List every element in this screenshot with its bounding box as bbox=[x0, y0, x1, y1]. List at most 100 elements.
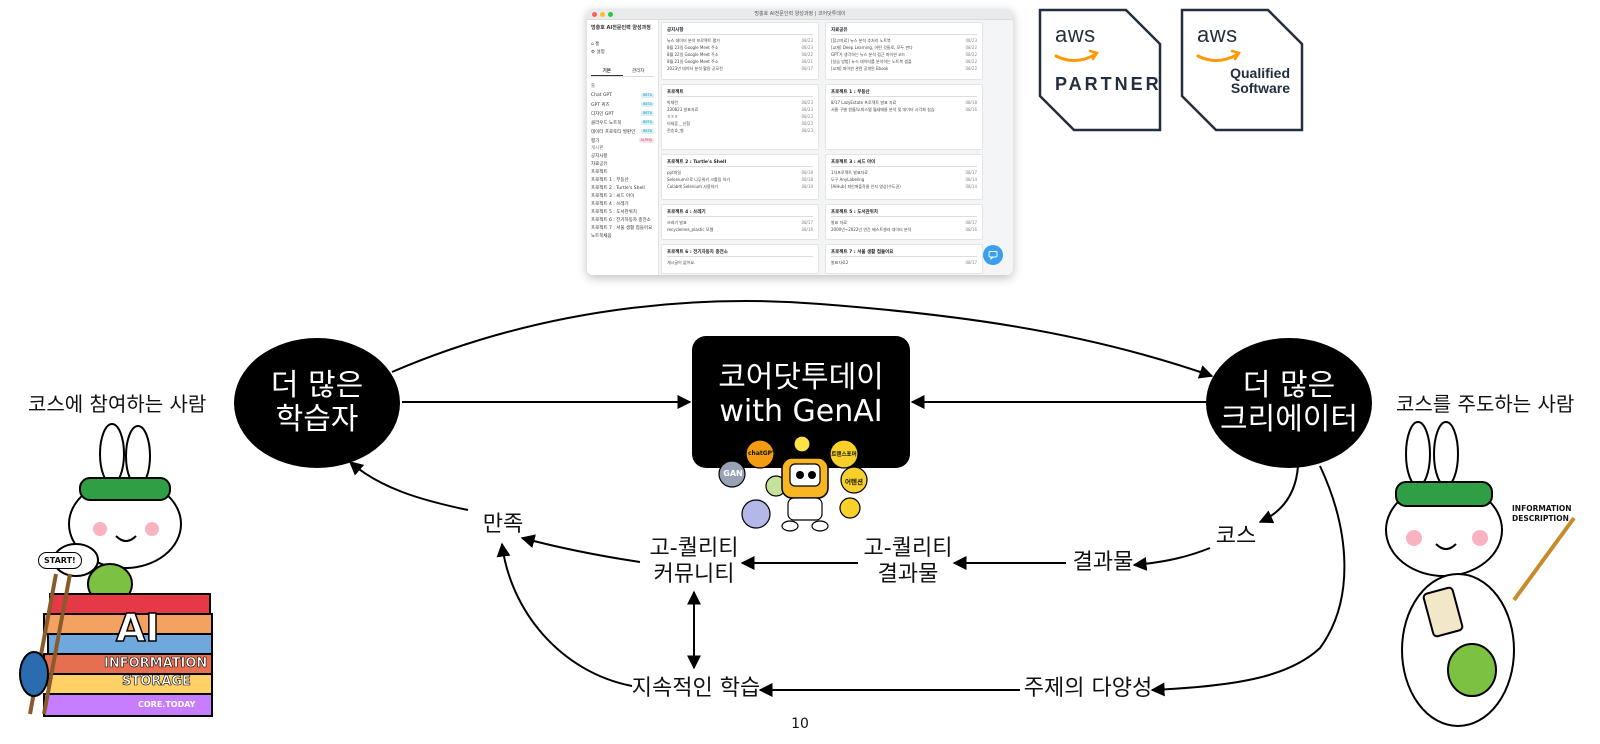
maximize-window-dot[interactable] bbox=[608, 12, 613, 17]
node-coredottoday: 코어닷투데이 with GenAI bbox=[692, 336, 910, 468]
close-window-dot[interactable] bbox=[592, 12, 597, 17]
board-card-title[interactable]: 프로젝트 2 : Turtle's Shell bbox=[667, 158, 813, 167]
board-card-title[interactable]: 프로젝트 3 : 씨드 아이 bbox=[831, 158, 977, 167]
board-card-title[interactable]: 자료공유 bbox=[831, 26, 977, 35]
left-rabbit-sticker: START! AI INFORMATION STORAGE CORE.TODAY bbox=[19, 423, 220, 734]
sidebar-board-item[interactable]: 프로젝트 3 : 씨드 아이 bbox=[591, 194, 635, 199]
board-card-title[interactable]: 프로젝트 4 : 쓰레기 bbox=[667, 208, 813, 217]
sidebar-brand: 멍충호 AI전문인력 양성과정 bbox=[591, 25, 651, 31]
post-row[interactable]: [AiHub] 파인애플작물 인지 영상(수도권)08/14 bbox=[831, 183, 977, 190]
chat-icon bbox=[988, 251, 998, 261]
tab-admin[interactable]: 관리자 bbox=[632, 69, 645, 74]
board-card-title[interactable]: 공지사항 bbox=[667, 26, 813, 35]
post-date: 08/21 bbox=[801, 59, 813, 64]
tab-basic[interactable]: 기본 bbox=[591, 67, 623, 76]
beta-badge: BETA bbox=[641, 111, 654, 116]
chat-button[interactable] bbox=[983, 245, 1003, 265]
board-card-title[interactable]: 프로젝트 5 : 도서관위치 bbox=[831, 208, 977, 217]
sidebar-board-item[interactable]: 공지사항 bbox=[591, 154, 608, 159]
aws-smile-icon bbox=[1054, 52, 1098, 62]
arrow-creators-to-course bbox=[1258, 465, 1299, 524]
aws-partner-badge: aws PARTNER bbox=[1038, 8, 1162, 132]
post-date: 08/16 bbox=[801, 227, 813, 232]
sidebar-board-item[interactable]: 프로젝트 7 : 서울 생활 접들어요 bbox=[591, 226, 653, 231]
board-card-title[interactable]: 프로젝트 6 : 전기자동차 충전소 bbox=[667, 248, 813, 257]
post-date: 08/17 bbox=[801, 66, 813, 71]
board-card-title[interactable]: 프로젝트 7 : 서울 생활 접들어요 bbox=[831, 248, 977, 257]
beta-badge: BETA bbox=[641, 93, 654, 98]
label-topic-diversity: 주제의 다양성 bbox=[1023, 676, 1153, 701]
sidebar-board-item[interactable]: 프로젝트 4 : 쓰레기 bbox=[591, 202, 629, 207]
minimize-window-dot[interactable] bbox=[600, 12, 605, 17]
sidebar-board-item[interactable]: 노트북채움 bbox=[591, 234, 612, 239]
sidebar-item-label: GPT 퀴즈 bbox=[591, 102, 610, 108]
sidebar-tabs: 기본 관리자 bbox=[591, 67, 654, 77]
aws-logo: aws bbox=[1197, 22, 1238, 47]
board-card-title[interactable]: 프로젝트 bbox=[667, 88, 813, 97]
rabbit-storage-illustration bbox=[19, 423, 213, 717]
post-date: 08/23 bbox=[801, 100, 813, 105]
board-card-title[interactable]: 프로젝트 1 : 부동산 bbox=[831, 88, 977, 97]
storage-word-storage: STORAGE bbox=[122, 674, 192, 690]
sidebar-item-home[interactable]: ⌂ 홈 bbox=[591, 42, 600, 47]
sidebar-board-item[interactable]: 프로젝트 bbox=[591, 170, 608, 175]
sidebar-board-item[interactable]: 프로젝트 1 : 부동산 bbox=[591, 178, 629, 183]
sidebar-board-item[interactable]: 프로젝트 5 : 도서관위치 bbox=[591, 210, 637, 215]
post-date: 08/14 bbox=[965, 184, 977, 189]
sidebar-board-item[interactable]: 자료공유 bbox=[591, 162, 608, 167]
sidebar-board-item[interactable]: 프로젝트 6 : 전기자동차 충전소 bbox=[591, 218, 651, 223]
app-screenshot: 멍충호 AI전문인력 양성과정 | 코어닷투데이 멍충호 AI전문인력 양성과정… bbox=[587, 9, 1013, 275]
post-date: 08/23 bbox=[965, 38, 977, 43]
sidebar-item-settings[interactable]: ⚙ 설정 bbox=[591, 50, 605, 55]
sidebar-board-item[interactable]: 프로젝트 2 : Turtle's Shell bbox=[591, 186, 645, 191]
page-number: 10 bbox=[791, 716, 809, 732]
aws-logo: aws bbox=[1055, 22, 1096, 47]
label-high-quality-community: 고-퀄리티 커뮤니티 bbox=[649, 536, 739, 587]
sidebar-section-tools: 툴 bbox=[591, 84, 596, 89]
caption-leaders: 코스를 주도하는 사람 bbox=[1396, 392, 1575, 416]
